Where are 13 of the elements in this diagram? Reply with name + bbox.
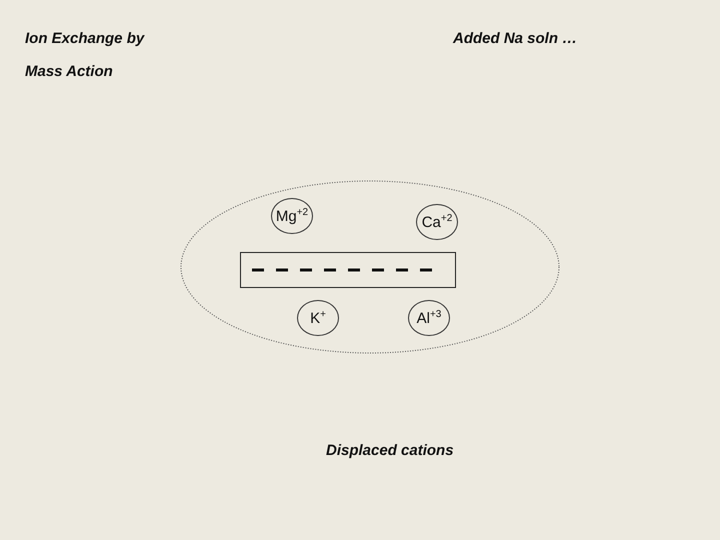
negative-charge-bar [240, 252, 456, 288]
ion-label: Al$^{+3}$ [416, 309, 442, 327]
ion-circle [408, 300, 450, 336]
ion-label: Mg$^{+2}$ [276, 207, 308, 225]
dotted-ellipse [180, 180, 560, 354]
ion-label: Ca$^{+2}$ [422, 213, 452, 231]
text-label: Displaced cations [326, 442, 454, 459]
ion-label: K$^{+}$ [310, 309, 326, 327]
text-label: Added Na soln … [453, 30, 578, 47]
ion-circle [271, 198, 313, 234]
title: Ion Exchange by Mass Action [25, 29, 146, 82]
ion-circle [297, 300, 339, 336]
ion-circle [416, 204, 458, 240]
